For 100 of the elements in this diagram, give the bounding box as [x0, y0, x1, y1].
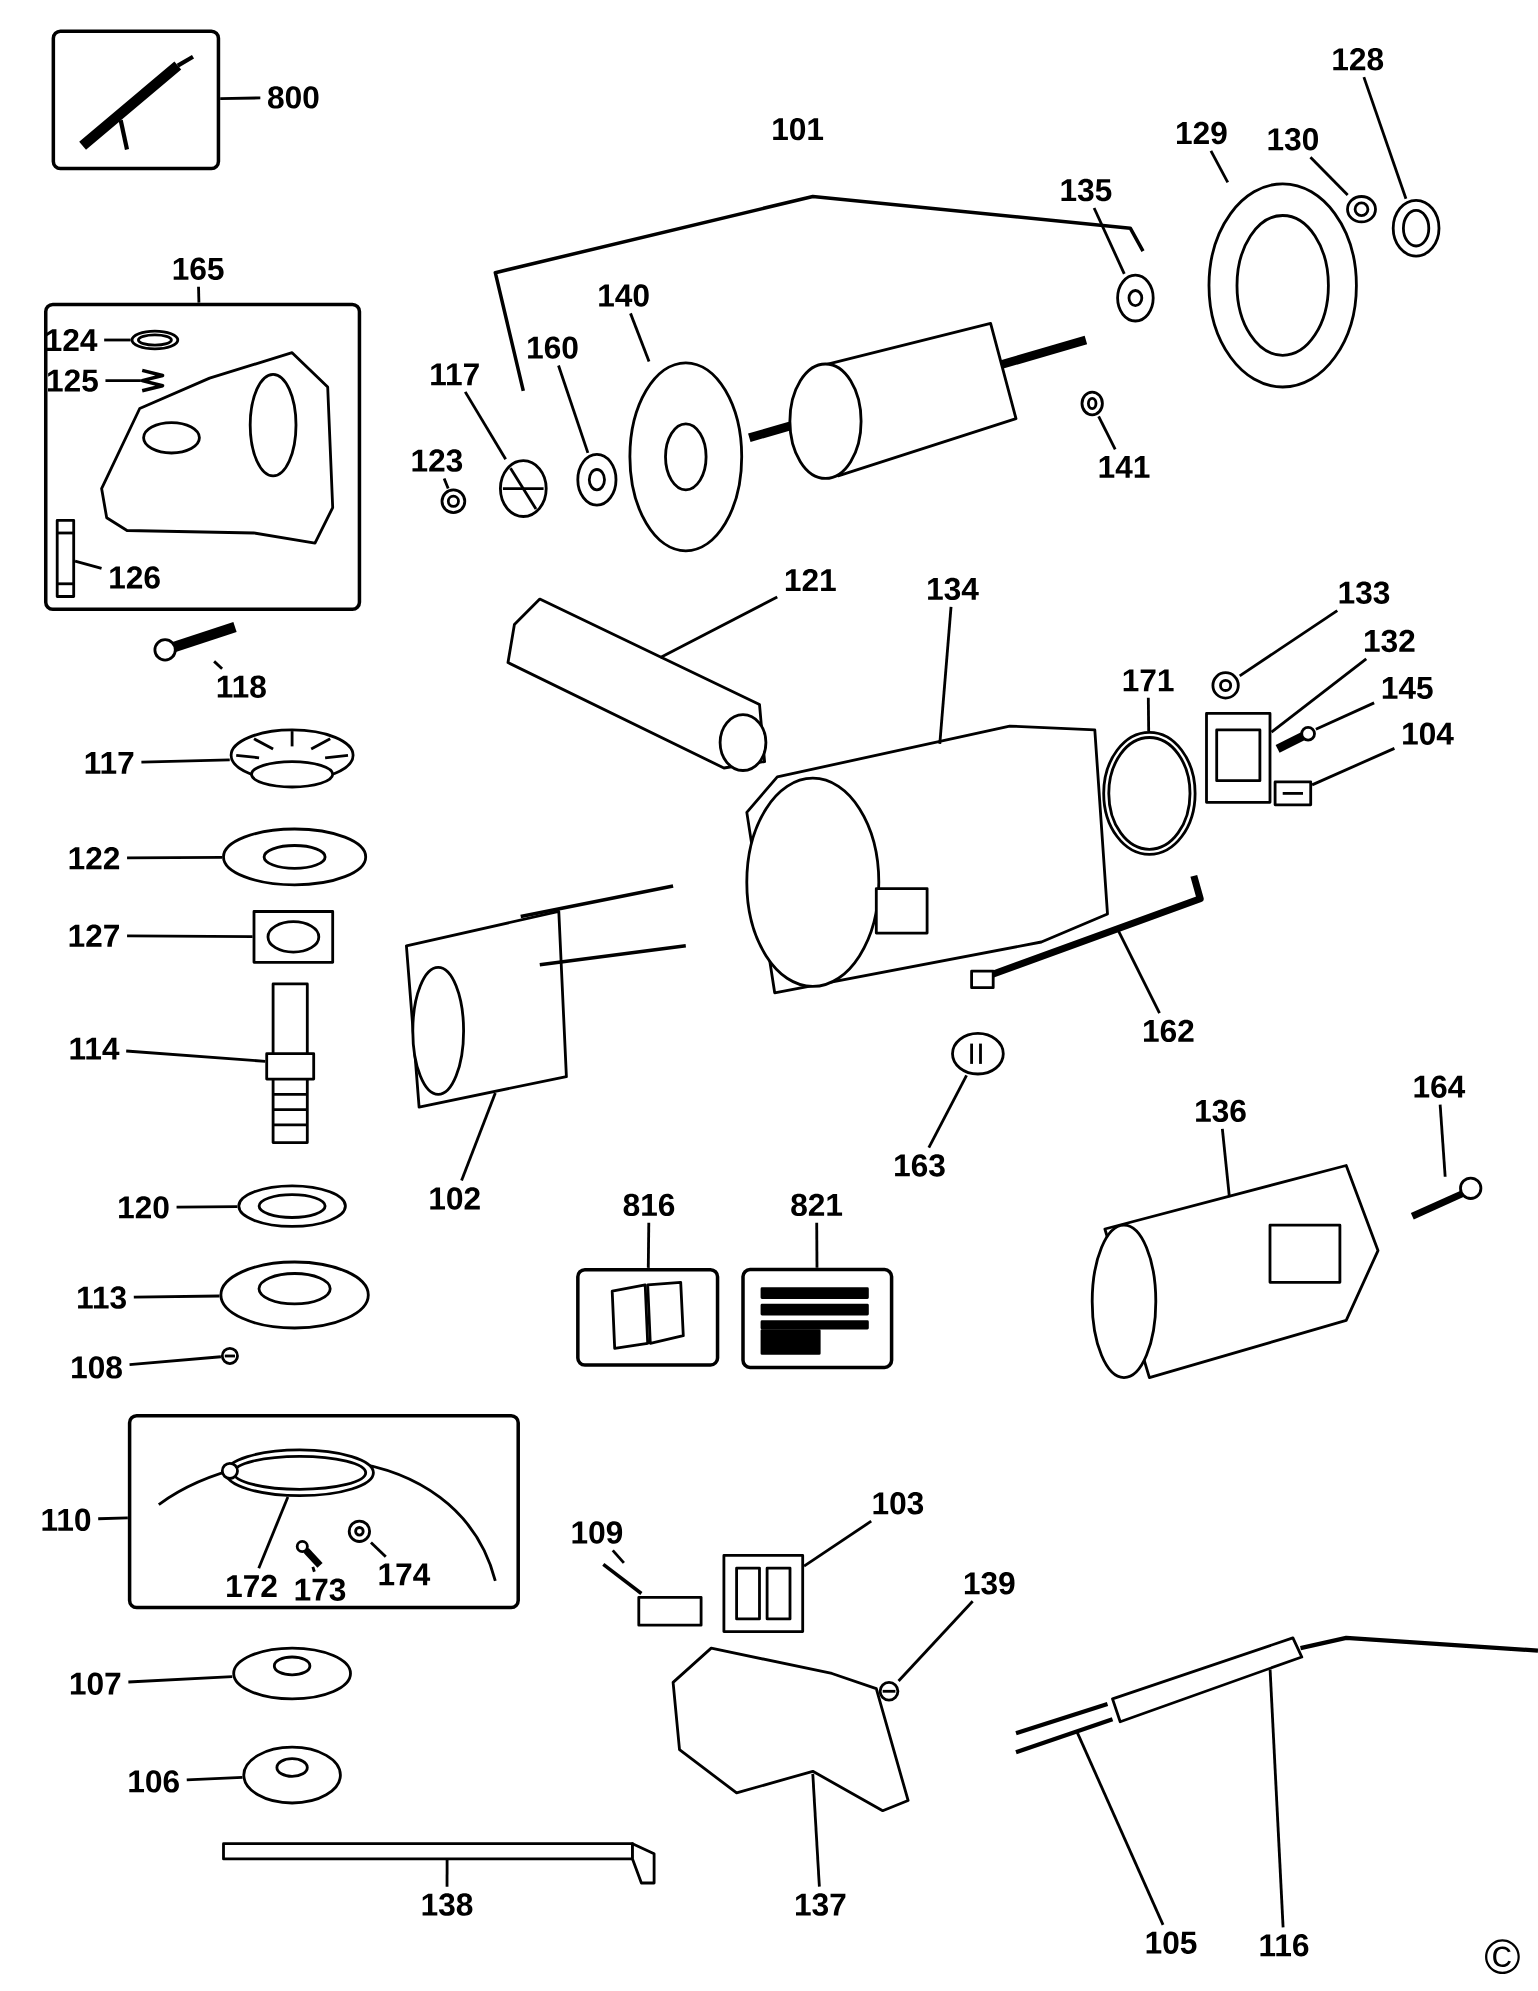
flange-drawing — [232, 1646, 352, 1701]
callout-number: 800 — [268, 86, 319, 109]
brush-drawing — [1273, 780, 1313, 807]
wrench-drawing — [222, 1842, 656, 1885]
callout-number: 174 — [379, 1563, 431, 1586]
stator-drawing — [405, 884, 687, 1109]
callout-number: 126 — [110, 566, 160, 589]
callout-number: 104 — [1403, 722, 1454, 745]
callout-number: 108 — [72, 1356, 122, 1379]
callout-number: 133 — [1339, 581, 1390, 604]
leader-line — [938, 606, 953, 744]
leader-line — [927, 1074, 968, 1149]
leader-line — [1220, 1128, 1231, 1198]
leader-line — [74, 559, 102, 570]
leader-line — [442, 477, 450, 489]
leader-line — [220, 96, 261, 100]
leader-line — [129, 1355, 221, 1366]
callout-number: 105 — [1146, 1931, 1197, 1954]
leader-line — [611, 1549, 625, 1564]
leader-line — [1092, 207, 1126, 275]
callout-number: 135 — [1061, 178, 1112, 202]
seal-drawing — [237, 1184, 347, 1228]
leader-line — [127, 934, 253, 939]
callout-number: 114 — [70, 1037, 120, 1060]
wire-drawing — [1015, 1701, 1114, 1755]
switch-rod-drawing — [970, 874, 1204, 990]
leader-line — [815, 1222, 819, 1268]
pinion-drawing — [499, 459, 548, 518]
callout-number: 123 — [412, 449, 463, 472]
callout-number: 164 — [1414, 1075, 1466, 1098]
screw-drawing — [1275, 725, 1316, 753]
inset-frame — [44, 302, 362, 611]
callout-number: 118 — [217, 675, 266, 698]
switch-base-drawing — [671, 1646, 910, 1813]
clamp-band-drawing — [220, 1448, 375, 1498]
cord-drawing — [1111, 1635, 1538, 1724]
callout-number: 162 — [1144, 1019, 1194, 1043]
callout-number: 103 — [873, 1492, 924, 1515]
leader-line — [197, 286, 201, 303]
leader-line — [127, 855, 223, 860]
screw-drawing — [295, 1540, 323, 1568]
leader-line — [186, 1775, 243, 1782]
inset-frame — [127, 1413, 520, 1610]
leader-line — [176, 1205, 238, 1209]
leader-line — [369, 1541, 387, 1558]
callout-number: 165 — [173, 257, 224, 280]
cover-drawing — [1090, 1164, 1380, 1379]
callout-number: 173 — [295, 1578, 346, 1601]
callout-number: 117 — [431, 363, 479, 386]
motor-housing-drawing — [745, 724, 1109, 995]
bearing-drawing — [576, 452, 618, 507]
leader-line — [1146, 697, 1151, 732]
callout-number: 172 — [227, 1574, 277, 1597]
bearing-drawing — [252, 910, 335, 964]
bearing-cap-drawing — [219, 1260, 370, 1330]
leader-line — [1362, 76, 1408, 200]
leader-line — [104, 338, 131, 342]
leader-line — [460, 1092, 497, 1182]
callout-number: 140 — [599, 284, 649, 307]
leader-line — [1075, 1731, 1165, 1926]
leader-line — [803, 1520, 872, 1568]
callout-number: 127 — [69, 924, 119, 947]
nut-drawing — [440, 488, 467, 515]
washer-drawing — [1080, 390, 1104, 417]
leader-line — [646, 1222, 651, 1268]
callout-number: 160 — [528, 336, 578, 359]
pin-drawing — [55, 518, 76, 598]
leader-line — [557, 365, 590, 454]
brush-holder-drawing — [1205, 712, 1272, 804]
callout-number: 129 — [1177, 121, 1227, 145]
callout-number: 130 — [1268, 128, 1318, 151]
callout-number: 124 — [46, 328, 98, 352]
inset-frame — [51, 29, 221, 171]
callout-number: 137 — [796, 1893, 846, 1916]
leader-line — [257, 1496, 290, 1569]
screw-drawing — [153, 622, 237, 662]
callout-number: 132 — [1365, 629, 1415, 653]
callout-number: 110 — [42, 1508, 91, 1531]
o-ring-drawing — [130, 329, 180, 351]
callout-number: 107 — [70, 1672, 121, 1695]
leader-line — [141, 758, 230, 764]
o-ring-drawing — [1102, 731, 1197, 856]
leader-line — [128, 1675, 233, 1684]
leader-line — [1209, 150, 1229, 184]
callout-number: 109 — [572, 1521, 623, 1544]
callout-number: 120 — [119, 1196, 169, 1219]
callout-number: 145 — [1382, 676, 1433, 700]
handle-drawing — [506, 597, 768, 772]
inset-frame — [741, 1267, 894, 1370]
callout-number: 171 — [1123, 669, 1174, 692]
callout-number: 134 — [928, 577, 979, 601]
washer-drawing — [347, 1519, 371, 1543]
leader-line — [1438, 1104, 1447, 1177]
inset-frame — [576, 1267, 720, 1367]
leader-line — [464, 391, 507, 460]
callout-number: 128 — [1333, 48, 1384, 71]
leader-line — [1311, 747, 1395, 787]
callout-number: 101 — [773, 117, 824, 141]
leader-line — [1268, 1669, 1285, 1928]
callout-number: 102 — [430, 1187, 480, 1210]
